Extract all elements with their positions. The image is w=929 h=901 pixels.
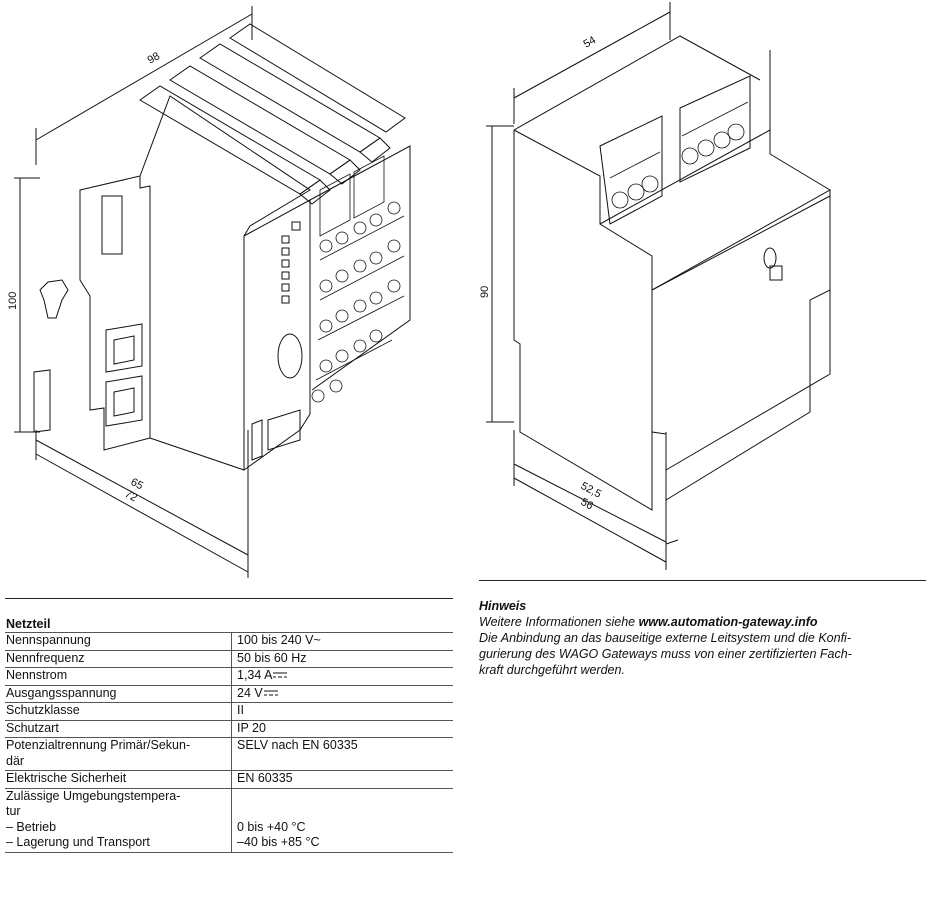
table-row: Zulässige Umgebungstempera- tur – Betrie… — [5, 788, 453, 853]
spec-value: II — [231, 702, 453, 721]
website-link[interactable]: www.automation-gateway.info — [638, 615, 818, 629]
spec-value: 0 bis +40 °C –40 bis +85 °C — [231, 788, 453, 853]
dc-symbol-icon — [263, 690, 278, 695]
table-row: Schutzklasse II — [5, 702, 453, 721]
dc-symbol-icon — [273, 672, 288, 678]
table-row: Schutzart IP 20 — [5, 720, 453, 738]
power-supply-spec-section: Netzteil Nennspannung 100 bis 240 V~ Nen… — [5, 598, 453, 853]
dimension-52-5: 52,5 — [579, 480, 604, 501]
spec-label: Nennstrom — [5, 667, 232, 686]
table-row: Potenzialtrennung Primär/Sekun- där SELV… — [5, 737, 453, 771]
spec-label: Schutzklasse — [5, 702, 232, 721]
note-body: Die Anbindung an das bauseitige externe … — [479, 631, 852, 677]
table-row: Nennspannung 100 bis 240 V~ — [5, 633, 453, 651]
dimension-90: 90 — [479, 286, 491, 298]
spec-value: EN 60335 — [231, 770, 453, 789]
spec-value: 24 V — [237, 685, 263, 700]
dimension-72: 72 — [123, 488, 139, 504]
note-section: Hinweis Weitere Informationen siehe www.… — [479, 580, 926, 678]
spec-label: Schutzart — [5, 720, 232, 738]
spec-label: Zulässige Umgebungstempera- tur – Betrie… — [5, 788, 232, 853]
device-side-drawing: 54 90 52,5 56 — [479, 2, 831, 570]
section-divider — [479, 580, 926, 581]
section-divider — [5, 598, 453, 599]
spec-table: Nennspannung 100 bis 240 V~ Nennfrequenz… — [5, 633, 453, 853]
spec-label: Elektrische Sicherheit — [5, 770, 232, 789]
dimension-100: 100 — [7, 292, 19, 310]
spec-label: Nennspannung — [5, 633, 232, 651]
table-row: Ausgangsspannung 24 V — [5, 685, 453, 703]
spec-value: SELV nach EN 60335 — [231, 737, 453, 771]
table-row: Elektrische Sicherheit EN 60335 — [5, 770, 453, 789]
dimension-56: 56 — [579, 496, 595, 512]
spec-value: 1,34 A — [237, 668, 273, 682]
spec-value: 100 bis 240 V~ — [231, 633, 453, 651]
device-front-drawing: 98 100 65 72 — [7, 6, 411, 578]
dimension-65: 65 — [129, 476, 145, 492]
dimension-98: 98 — [146, 50, 163, 67]
note-title: Hinweis — [479, 599, 527, 613]
spec-value: 50 bis 60 Hz — [231, 650, 453, 668]
spec-title: Netzteil — [5, 617, 453, 633]
table-row: Nennfrequenz 50 bis 60 Hz — [5, 650, 453, 668]
table-row: Nennstrom 1,34 A — [5, 667, 453, 686]
spec-label: Nennfrequenz — [5, 650, 232, 668]
note-line1-prefix: Weitere Informationen siehe — [479, 615, 639, 629]
spec-label: Potenzialtrennung Primär/Sekun- där — [5, 737, 232, 771]
dimension-54: 54 — [582, 34, 599, 51]
spec-label: Ausgangsspannung — [5, 685, 232, 703]
spec-value: IP 20 — [231, 720, 453, 738]
